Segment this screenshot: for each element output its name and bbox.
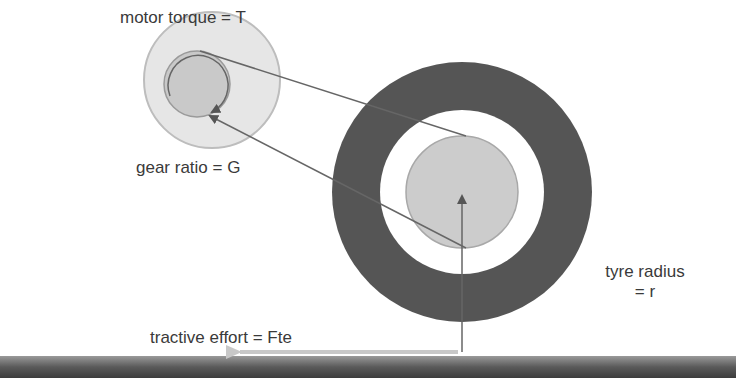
radius-label: tyre radius = r [600, 262, 690, 301]
radius-arrow [461, 196, 463, 352]
torque-arrow [168, 55, 228, 112]
tractive-label: tractive effort = Fte [150, 328, 292, 348]
motor-pulley [164, 51, 230, 117]
belt-upper [200, 51, 466, 136]
tractive-arrow [240, 350, 458, 354]
torque-label: motor torque = T [120, 8, 246, 28]
belt-lower [210, 116, 466, 248]
motor-body [144, 12, 280, 148]
ground-bar [0, 356, 736, 378]
gear-label: gear ratio = G [136, 158, 240, 178]
